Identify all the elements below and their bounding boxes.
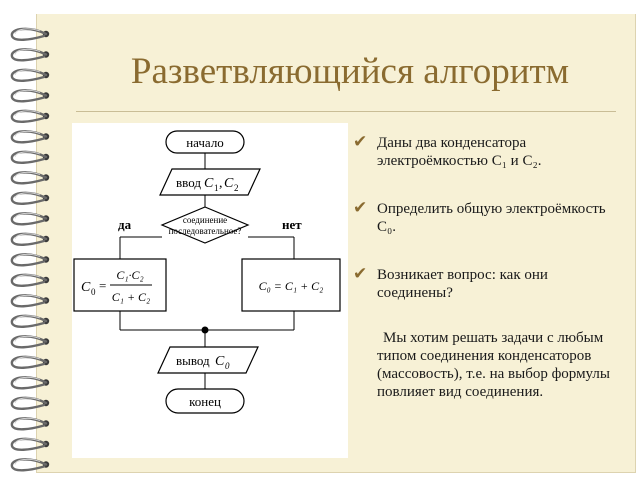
input-var-c2: C xyxy=(224,176,234,191)
binding-ring xyxy=(10,232,48,246)
yes-label: да xyxy=(118,217,132,232)
binding-ring xyxy=(10,253,48,267)
bullet-list: ✔ Даны два конденсатора электроёмкостью … xyxy=(353,132,615,401)
output-block xyxy=(157,346,259,374)
input-sub2: 2 xyxy=(234,183,239,193)
binding-ring xyxy=(10,212,48,226)
binding-ring-highlight xyxy=(14,192,41,199)
end-terminal xyxy=(165,388,245,414)
binding-ring-highlight xyxy=(14,233,41,240)
binding-ring xyxy=(10,89,48,103)
binding-ring xyxy=(10,437,48,451)
binding-ring xyxy=(10,191,48,205)
spiral-binding-icon xyxy=(10,27,50,472)
binding-ring xyxy=(10,314,48,328)
binding-ring-highlight xyxy=(14,294,41,301)
binding-ring-highlight xyxy=(14,274,41,281)
checkmark-icon: ✔ xyxy=(353,198,368,217)
binding-ring-highlight xyxy=(14,253,41,260)
binding-ring-highlight xyxy=(14,171,41,178)
condition-line1: соединение xyxy=(183,215,227,225)
binding-ring-highlight xyxy=(14,458,41,465)
output-label: вывод xyxy=(176,353,210,368)
input-comma: , xyxy=(219,176,223,191)
binding-ring xyxy=(10,458,48,472)
binding-ring xyxy=(10,48,48,62)
binding-ring-highlight xyxy=(14,130,41,137)
bullet-text: Мы хотим решать задачи с любым типом сое… xyxy=(377,330,610,400)
bullet-item: Мы хотим решать задачи с любым типом сое… xyxy=(353,329,615,401)
input-block xyxy=(159,168,261,196)
binding-ring-highlight xyxy=(14,28,41,35)
binding-ring-highlight xyxy=(14,438,41,445)
binding-ring-highlight xyxy=(14,110,41,117)
bullet-text: Возникает вопрос: как они соединены? xyxy=(377,267,548,301)
end-label: конец xyxy=(189,394,221,409)
start-label: начало xyxy=(186,135,224,150)
output-var: C xyxy=(215,354,225,369)
no-label: нет xyxy=(282,217,302,232)
bullet-text: Определить общую электроёмкость С₀. xyxy=(377,201,606,235)
binding-ring-highlight xyxy=(14,417,41,424)
binding-ring-highlight xyxy=(14,397,41,404)
binding-ring xyxy=(10,417,48,431)
slide-title: Разветвляющийся алгоритм xyxy=(130,51,570,92)
checkmark-icon: ✔ xyxy=(353,264,368,283)
series-numerator: C₁·C₂ xyxy=(116,268,143,282)
binding-ring-highlight xyxy=(14,315,41,322)
input-var-c1: C xyxy=(204,176,214,191)
binding-ring-highlight xyxy=(14,335,41,342)
flowchart: начало ввод C 1 , C 2 соединение последо… xyxy=(72,123,348,458)
checkmark-icon: ✔ xyxy=(353,132,368,151)
decision-diamond xyxy=(160,206,250,244)
binding-ring-highlight xyxy=(14,376,41,383)
binding-ring xyxy=(10,273,48,287)
bullet-item: ✔ Возникает вопрос: как они соединены? xyxy=(353,264,615,302)
series-denominator: C₁ + C₂ xyxy=(112,290,150,304)
series-lhs: C xyxy=(81,280,91,295)
binding-ring-highlight xyxy=(14,69,41,76)
binding-ring xyxy=(10,68,48,82)
binding-ring xyxy=(10,355,48,369)
binding-ring xyxy=(10,150,48,164)
binding-ring xyxy=(10,376,48,390)
binding-ring-highlight xyxy=(14,151,41,158)
input-sub1: 1 xyxy=(214,183,219,193)
parallel-formula-box xyxy=(241,258,341,312)
binding-ring-highlight xyxy=(14,48,41,55)
binding-ring xyxy=(10,396,48,410)
bullet-text: Даны два конденсатора электроёмкостью С₁… xyxy=(377,135,542,169)
binding-ring xyxy=(10,294,48,308)
parallel-formula: C₀ = C₁ + C₂ xyxy=(259,279,324,293)
binding-ring-highlight xyxy=(14,356,41,363)
series-lhs-sub: 0 xyxy=(91,287,96,297)
output-sub: 0 xyxy=(225,361,230,371)
bullet-item: ✔ Определить общую электроёмкость С₀. xyxy=(353,198,615,236)
binding-ring xyxy=(10,171,48,185)
input-label: ввод xyxy=(176,175,201,190)
binding-ring xyxy=(10,109,48,123)
binding-ring xyxy=(10,335,48,349)
binding-ring xyxy=(10,27,48,41)
binding-ring xyxy=(10,130,48,144)
binding-ring-highlight xyxy=(14,212,41,219)
bullet-item: ✔ Даны два конденсатора электроёмкостью … xyxy=(353,132,615,170)
condition-line2: последовательное? xyxy=(169,226,242,236)
binding-ring-highlight xyxy=(14,89,41,96)
series-equals: = xyxy=(99,278,106,293)
title-divider xyxy=(76,111,616,112)
